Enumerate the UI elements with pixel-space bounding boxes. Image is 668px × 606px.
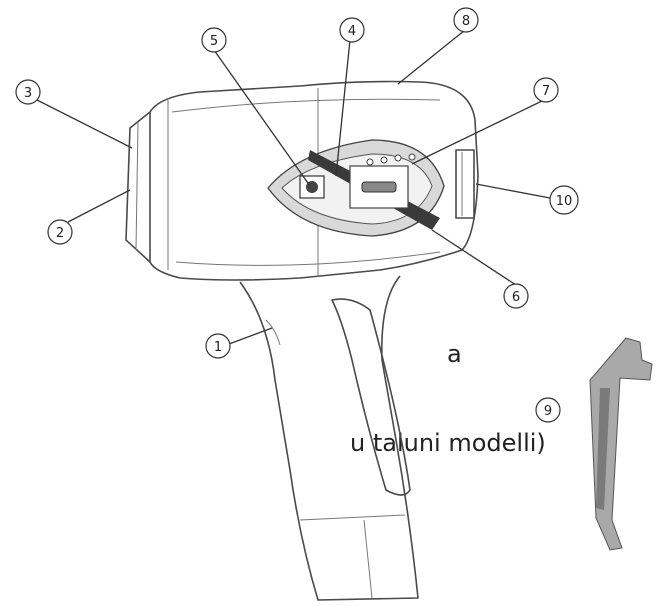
cropped-text-line-1: a	[447, 340, 462, 368]
callout-label-5: 5	[210, 34, 218, 49]
callout-label-6: 6	[512, 290, 520, 305]
leader-lines	[36, 25, 551, 345]
callout-label-2: 2	[56, 226, 64, 241]
callout-10: 10	[549, 185, 579, 215]
accessory-clip	[589, 337, 653, 551]
callout-2: 2	[47, 219, 73, 245]
callout-label-9: 9	[544, 404, 552, 419]
cropped-text-line-2: u taluni modelli)	[350, 429, 546, 457]
callout-label-10: 10	[556, 194, 573, 209]
callout-8: 8	[453, 7, 479, 33]
callout-9: 9	[535, 397, 561, 423]
dryer-handle	[239, 275, 419, 601]
callout-5: 5	[201, 27, 227, 53]
callout-label-3: 3	[24, 86, 32, 101]
callout-1: 1	[205, 333, 231, 359]
callout-label-1: 1	[214, 340, 222, 355]
callout-6: 6	[503, 283, 529, 309]
callout-label-7: 7	[542, 84, 550, 99]
callout-label-4: 4	[348, 24, 356, 39]
callout-7: 7	[533, 77, 559, 103]
callout-3: 3	[15, 79, 41, 105]
callout-4: 4	[339, 17, 365, 43]
callout-label-8: 8	[462, 14, 470, 29]
dryer-body	[125, 80, 479, 281]
